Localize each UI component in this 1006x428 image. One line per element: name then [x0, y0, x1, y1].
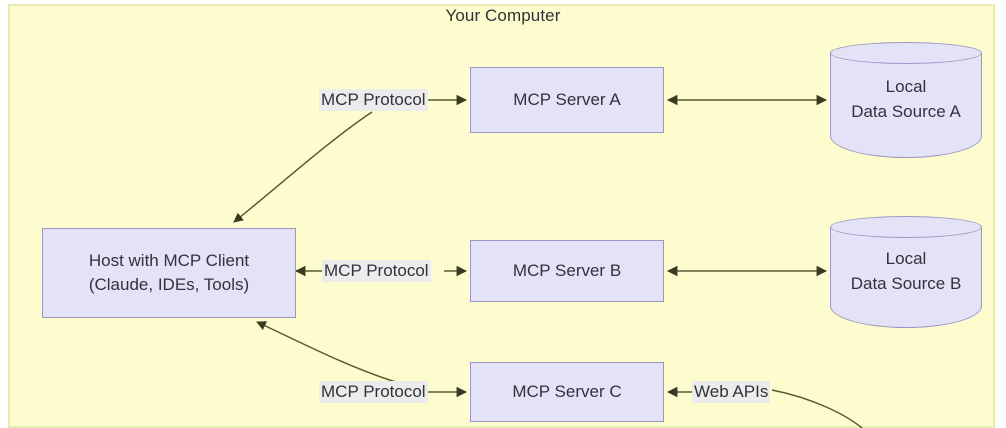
- cylinder-body: [830, 53, 982, 158]
- server-a-label: MCP Server A: [513, 89, 621, 109]
- data-source-a-line2: Data Source A: [851, 102, 961, 121]
- host-label-line2: (Claude, IDEs, Tools): [88, 275, 250, 294]
- node-mcp-server-a[interactable]: MCP Server A: [470, 67, 664, 133]
- data-source-b-line2: Data Source B: [850, 274, 962, 293]
- data-source-b-label: Local Data Source B: [830, 216, 982, 328]
- cylinder-top-ellipse: [830, 216, 982, 238]
- edge-label-mcp-protocol-a: MCP Protocol: [319, 89, 428, 112]
- data-source-b-line1: Local: [885, 249, 927, 269]
- edge-label-web-apis: Web APIs: [692, 381, 771, 404]
- edge-label-mcp-protocol-b: MCP Protocol: [322, 260, 431, 283]
- node-local-data-source-a[interactable]: Local Data Source A: [830, 42, 982, 158]
- data-source-a-label: Local Data Source A: [830, 42, 982, 158]
- node-local-data-source-b[interactable]: Local Data Source B: [830, 216, 982, 328]
- host-label-line1: Host with MCP Client: [88, 250, 250, 270]
- cylinder-body: [830, 227, 982, 328]
- node-mcp-server-c[interactable]: MCP Server C: [470, 362, 664, 422]
- server-b-label: MCP Server B: [512, 260, 622, 280]
- node-host-with-mcp-client[interactable]: Host with MCP Client (Claude, IDEs, Tool…: [42, 228, 296, 318]
- node-mcp-server-b[interactable]: MCP Server B: [470, 240, 664, 302]
- cylinder-top-ellipse: [830, 42, 982, 64]
- edge-label-mcp-protocol-c: MCP Protocol: [319, 381, 428, 404]
- server-c-label: MCP Server C: [512, 381, 622, 401]
- boundary-title: Your Computer: [445, 6, 561, 25]
- data-source-a-line1: Local: [885, 77, 927, 97]
